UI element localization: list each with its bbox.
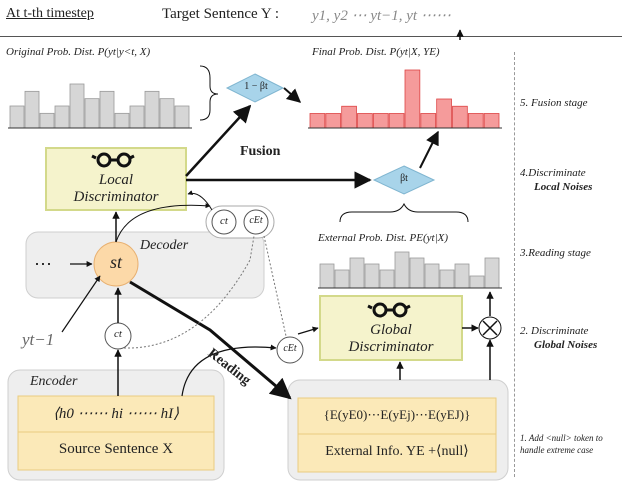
bar [349, 257, 365, 289]
ct-label: ct [114, 328, 122, 340]
bar [379, 269, 395, 289]
stage-divider [514, 52, 515, 477]
bar [144, 90, 160, 129]
gate-beta-label: βt [400, 173, 408, 184]
bar [114, 112, 130, 129]
decoder-panel [25, 231, 265, 299]
stage-5: 5. Fusion stage [520, 97, 588, 109]
final-dist-chart [308, 69, 502, 129]
external-dist-chart [318, 251, 502, 289]
gate-one-minus-beta [225, 73, 285, 103]
stage-1: 1. Add <null> token to handle extreme ca… [520, 433, 603, 455]
local-discriminator-label: Local Discriminator [73, 172, 159, 205]
bar [409, 257, 425, 289]
target-label: Target Sentence Y : [162, 6, 280, 22]
cEt-top-label: cEt [249, 215, 263, 226]
bar [469, 275, 485, 289]
brace-original [199, 65, 219, 121]
target-sequence: y1, y2 ⋯ yt−1, yt ⋯⋯ [312, 8, 451, 24]
external-info-box [297, 433, 497, 473]
cEt-label: cEt [283, 343, 297, 354]
gate-beta [372, 165, 436, 195]
decoder-ellipsis: ⋯ [34, 254, 52, 274]
bar [484, 257, 500, 289]
bar [424, 263, 440, 289]
ct-node-top [211, 209, 237, 235]
bar [467, 113, 484, 129]
original-dist-chart [8, 83, 192, 129]
brace-external [339, 202, 469, 223]
final-dist-title: Final Prob. Dist. P(yt|X, YE) [312, 46, 440, 58]
glasses-icon [91, 152, 135, 168]
bar [84, 98, 100, 129]
encoder-label: Encoder [30, 374, 78, 389]
bar [364, 263, 380, 289]
external-states-box [297, 397, 497, 435]
bar [39, 112, 55, 129]
bar [394, 251, 410, 289]
bar [54, 105, 70, 129]
bar [334, 269, 350, 289]
bar [319, 263, 335, 289]
fusion-label: Fusion [240, 144, 281, 159]
bar [174, 105, 190, 129]
bar [372, 113, 389, 129]
header-rule [0, 36, 622, 37]
bar [129, 105, 145, 129]
bar [325, 113, 342, 129]
decoder-label: Decoder [140, 238, 189, 253]
glasses-icon [367, 302, 411, 318]
bar [309, 113, 326, 129]
encoder-states-box [17, 395, 215, 433]
multiply-icon [482, 320, 498, 336]
bar [436, 98, 452, 129]
bar [341, 105, 357, 129]
external-info: External Info. YE +⟨null⟩ [325, 444, 469, 459]
bar [404, 69, 421, 129]
gate-one-minus-beta-label: 1 − βt [244, 81, 268, 92]
bar [388, 113, 405, 129]
st-label: st [109, 252, 122, 272]
bar [99, 90, 115, 129]
stage-3: 3.Reading stage [520, 247, 591, 259]
external-states: {E(yE0)⋯E(yEj)⋯E(yEJ)} [323, 407, 471, 422]
cEt-node-top [243, 209, 269, 235]
yt-minus1-label: yt−1 [22, 330, 55, 349]
bar [454, 263, 470, 289]
bar [420, 113, 437, 129]
global-discriminator-label: Global Discriminator [348, 322, 434, 355]
bar [452, 105, 468, 129]
source-sentence-box [17, 431, 215, 471]
bar [9, 105, 25, 129]
bar [159, 98, 175, 129]
original-dist-title: Original Prob. Dist. P(yt|y<t, X) [6, 46, 151, 58]
bar [439, 269, 455, 289]
local-discriminator-box [45, 147, 187, 211]
external-dist-title: External Prob. Dist. PE(yt|X) [318, 232, 449, 244]
encoder-states: ⟨h0 ⋯⋯ hi ⋯⋯ hI⟩ [53, 406, 179, 422]
ct-top-label: ct [220, 215, 228, 227]
timestep-label: At t-th timestep [6, 6, 94, 21]
bar [24, 90, 40, 129]
source-sentence: Source Sentence X [58, 441, 174, 457]
cEt-node [276, 336, 304, 364]
bar [357, 113, 373, 129]
bar [483, 113, 500, 129]
bar [69, 83, 85, 129]
